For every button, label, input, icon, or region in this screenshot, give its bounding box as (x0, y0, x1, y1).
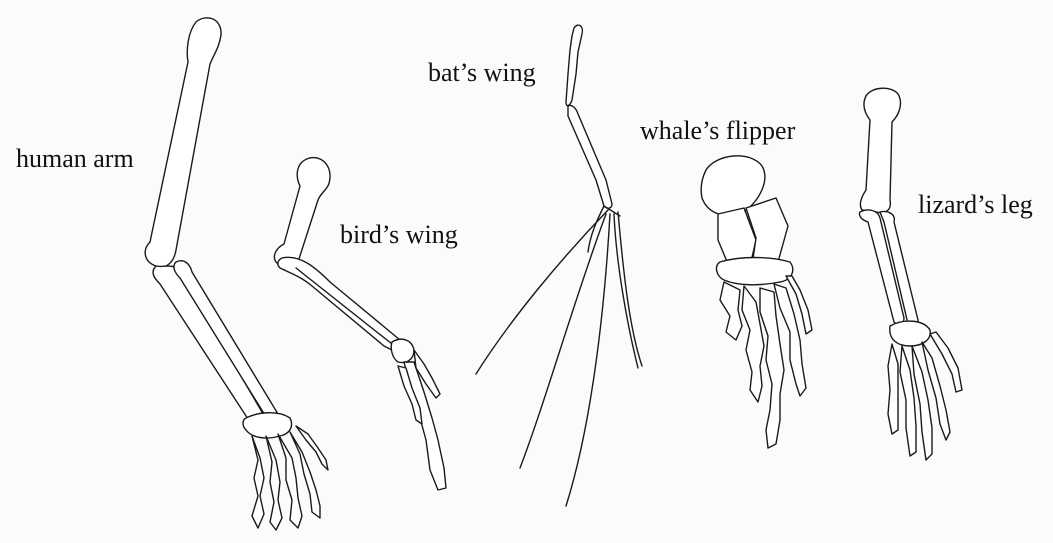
bird-carpals (391, 339, 414, 362)
lizard-humerus (860, 88, 900, 212)
bird-humerus (274, 158, 330, 268)
whale-carpals (717, 258, 793, 285)
whale-flipper-skeleton (701, 156, 812, 448)
lizard-leg-skeleton (859, 88, 962, 460)
bird-wing-skeleton (274, 158, 446, 490)
human-wrist (243, 413, 292, 438)
bat-wing-skeleton (476, 25, 642, 506)
human-radius (153, 266, 262, 423)
bat-radius (568, 105, 612, 208)
human-ulna (174, 261, 278, 422)
human-humerus (145, 18, 221, 267)
bat-humerus (566, 25, 582, 106)
lizard-carpals (890, 321, 931, 346)
